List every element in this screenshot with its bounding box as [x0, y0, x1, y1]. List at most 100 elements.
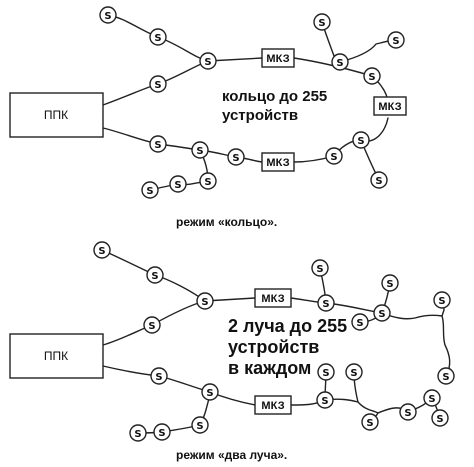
detector-device-icon: S — [317, 294, 335, 312]
svg-text:S: S — [428, 394, 435, 405]
svg-text:S: S — [386, 279, 393, 290]
detector-device-icon: S — [363, 67, 381, 85]
two-rays-capacity-line1: 2 луча до 255 — [228, 316, 347, 336]
detector-device-icon: S — [146, 266, 164, 284]
svg-text:S: S — [154, 80, 161, 91]
detector-device-icon: S — [149, 28, 167, 46]
svg-text:S: S — [206, 388, 213, 399]
svg-text:S: S — [155, 372, 162, 383]
svg-text:S: S — [158, 428, 165, 439]
detector-device-icon: S — [387, 31, 405, 49]
svg-text:S: S — [366, 418, 373, 429]
detector-device-icon: S — [431, 409, 449, 427]
svg-text:S: S — [204, 57, 211, 68]
svg-text:S: S — [104, 11, 111, 22]
detector-device-icon: S — [352, 131, 370, 149]
detector-device-icon: S — [129, 424, 147, 442]
detector-device-icon: S — [169, 175, 187, 193]
svg-text:S: S — [146, 186, 153, 197]
detector-device-icon: S — [373, 304, 391, 322]
svg-text:S: S — [336, 58, 343, 69]
detector-device-icon: S — [149, 75, 167, 93]
ppk-panel — [9, 333, 104, 379]
detector-device-icon: S — [227, 148, 245, 166]
detector-device-icon: S — [150, 367, 168, 385]
detector-device-icon: S — [351, 313, 369, 331]
svg-text:S: S — [316, 264, 323, 275]
svg-text:S: S — [232, 153, 239, 164]
detector-device-icon: S — [370, 171, 388, 189]
two-rays-capacity-line3: в каждом — [228, 358, 311, 378]
svg-text:S: S — [196, 421, 203, 432]
svg-text:S: S — [196, 146, 203, 157]
two-rays-mode-diagram: ППК МКЗ МКЗ S S S S S S S S S S S S S S … — [9, 241, 455, 462]
detector-device-icon: S — [141, 181, 159, 199]
svg-text:S: S — [357, 136, 364, 147]
detector-device-icon: S — [381, 274, 399, 292]
mkz-label: МКЗ — [266, 53, 289, 65]
svg-text:S: S — [368, 72, 375, 83]
svg-text:S: S — [375, 176, 382, 187]
detector-device-icon: S — [331, 53, 349, 71]
detector-device-icon: S — [199, 52, 217, 70]
ppk-label: ППК — [44, 349, 68, 363]
detector-device-icon: S — [196, 292, 214, 310]
detector-device-icon: S — [423, 389, 441, 407]
mkz-module — [254, 288, 292, 308]
svg-text:S: S — [438, 296, 445, 307]
svg-text:S: S — [322, 299, 329, 310]
mkz-module — [254, 395, 292, 415]
svg-text:S: S — [154, 33, 161, 44]
detector-device-icon: S — [99, 6, 117, 24]
detector-device-icon: S — [93, 241, 111, 259]
svg-text:S: S — [322, 368, 329, 379]
two-rays-capacity-line2: устройств — [228, 337, 319, 357]
svg-text:S: S — [151, 271, 158, 282]
ppk-label: ППК — [44, 108, 68, 122]
detector-device-icon: S — [311, 259, 329, 277]
detector-device-icon: S — [325, 147, 343, 165]
svg-text:S: S — [436, 414, 443, 425]
svg-text:S: S — [321, 396, 328, 407]
detector-device-icon: S — [201, 383, 219, 401]
detector-device-icon: S — [317, 363, 335, 381]
detector-device-icon: S — [153, 423, 171, 441]
svg-text:S: S — [356, 318, 363, 329]
svg-text:S: S — [318, 18, 325, 29]
mkz-module — [261, 152, 295, 172]
svg-text:S: S — [392, 36, 399, 47]
detector-device-icon: S — [345, 363, 363, 381]
detector-device-icon: S — [191, 141, 209, 159]
ring-mode-caption: режим «кольцо». — [176, 215, 277, 229]
detector-device-icon: S — [433, 291, 451, 309]
mkz-label: МКЗ — [261, 400, 284, 412]
mkz-label: МКЗ — [266, 157, 289, 169]
detector-device-icon: S — [313, 13, 331, 31]
two-rays-mode-caption: режим «два луча». — [176, 448, 287, 462]
ppk-panel — [9, 92, 104, 138]
svg-text:S: S — [174, 180, 181, 191]
detector-device-icon: S — [361, 413, 379, 431]
detector-device-icon: S — [191, 416, 209, 434]
mkz-module — [261, 48, 295, 68]
detector-device-icon: S — [399, 403, 417, 421]
svg-text:S: S — [98, 246, 105, 257]
svg-text:S: S — [442, 372, 449, 383]
detector-device-icon: S — [149, 135, 167, 153]
detector-device-icon: S — [199, 172, 217, 190]
detector-device-icon: S — [143, 316, 161, 334]
svg-text:S: S — [330, 152, 337, 163]
svg-text:S: S — [134, 429, 141, 440]
svg-text:S: S — [378, 309, 385, 320]
svg-text:S: S — [404, 408, 411, 419]
svg-text:S: S — [154, 140, 161, 151]
ring-capacity-line1: кольцо до 255 — [222, 88, 327, 105]
mkz-label: МКЗ — [261, 293, 284, 305]
svg-text:S: S — [148, 321, 155, 332]
mkz-label: МКЗ — [378, 101, 401, 113]
detector-device-icon: S — [437, 367, 455, 385]
mkz-module — [373, 96, 407, 116]
ring-mode-diagram: ППК МКЗ МКЗ МКЗ S S S S S S S S S S S S … — [9, 6, 407, 229]
ring-capacity-line2: устройств — [222, 107, 298, 124]
